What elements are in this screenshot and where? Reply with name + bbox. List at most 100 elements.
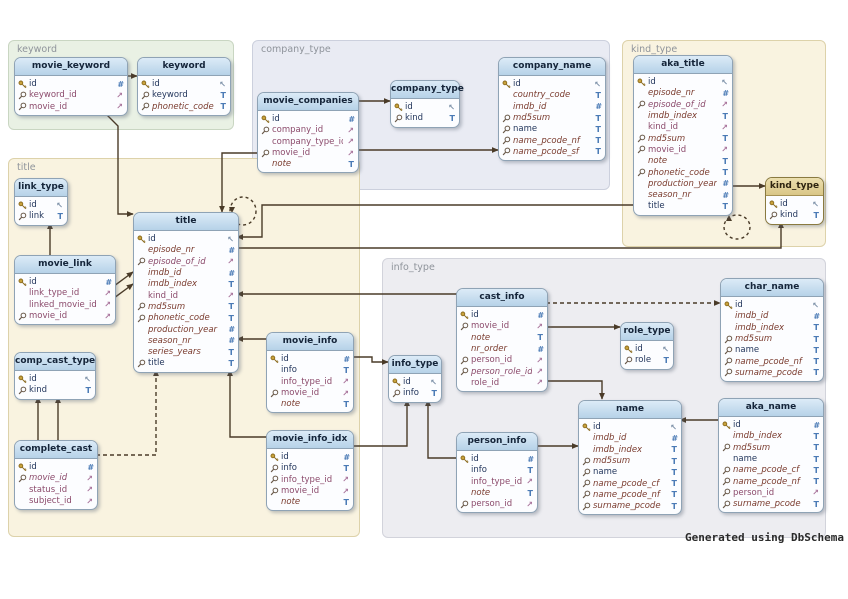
relationship-person_info-info_type [428,400,456,458]
fk-arrow-icon: ↗ [526,499,533,509]
index-icon [724,368,735,377]
table-header-movie_link: movie_link [15,256,115,274]
field-name: info [403,388,419,399]
field-complete_cast-status_id: status_id↗ [15,484,97,495]
ref-arrow-icon: ↖ [430,377,437,387]
field-name: surname_pcode [733,499,801,510]
field-name: link [29,211,45,222]
field-name: season_nr [148,335,192,346]
fk-arrow-icon: ↗ [227,257,234,267]
index-icon [137,314,148,323]
primary-key-icon [18,201,29,210]
table-header-movie_info: movie_info [267,333,353,351]
numeric-type-icon: # [228,336,234,346]
field-name: id [29,277,37,288]
text-type-icon: T [813,431,819,441]
field-name: episode_of_id [648,99,706,110]
table-header-company_name: company_name [499,58,605,76]
field-movie_info-movie_id: movie_id↗ [267,387,353,398]
fk-arrow-icon: ↗ [721,145,728,155]
ref-arrow-icon: ↖ [721,77,728,87]
field-name: id [148,234,156,245]
field-movie_companies-id: id # [258,114,358,125]
field-movie_link-movie_id: movie_id↗ [15,310,115,321]
text-type-icon: T [722,134,728,144]
text-type-icon: T [671,456,677,466]
field-name: kind_id [648,122,679,133]
fk-arrow-icon: ↗ [342,388,349,398]
field-name: episode_of_id [148,256,206,267]
text-type-icon: T [348,159,354,169]
field-name: name_pcode_cf [593,478,660,489]
numeric-type-icon: # [348,114,354,124]
field-name: id [272,114,280,125]
table-header-movie_keyword: movie_keyword [15,58,127,76]
index-icon [722,466,733,475]
field-role_type-id: id↖ [621,344,673,355]
field-movie_link-link_type_id: link_type_id↗ [15,288,115,299]
field-name: person_id [733,487,775,498]
primary-key-icon [18,278,29,287]
field-name: id [635,344,643,355]
numeric-type-icon: # [228,268,234,278]
numeric-type-icon: # [722,190,728,200]
field-name: id [648,77,656,88]
field-name: name_pcode_sf [513,146,579,157]
fk-arrow-icon: ↗ [86,485,93,495]
field-name: kind [29,385,48,396]
index-icon [270,389,281,398]
primary-key-icon [141,80,152,89]
table-columns-complete_cast: id#movie_id↗status_id↗subject_id↗ [15,459,97,509]
numeric-type-icon: # [228,325,234,335]
field-name: keyword [152,90,188,101]
text-type-icon: T [813,357,819,367]
field-name: id [403,377,411,388]
index-icon [582,502,593,511]
index-icon [18,102,29,111]
field-name: note [471,488,491,499]
field-name: season_nr [648,190,692,201]
fk-arrow-icon: ↗ [86,473,93,483]
fk-arrow-icon: ↗ [116,90,123,100]
field-name: movie_id [29,101,68,112]
fk-arrow-icon: ↗ [347,148,354,158]
index-icon [460,356,471,365]
